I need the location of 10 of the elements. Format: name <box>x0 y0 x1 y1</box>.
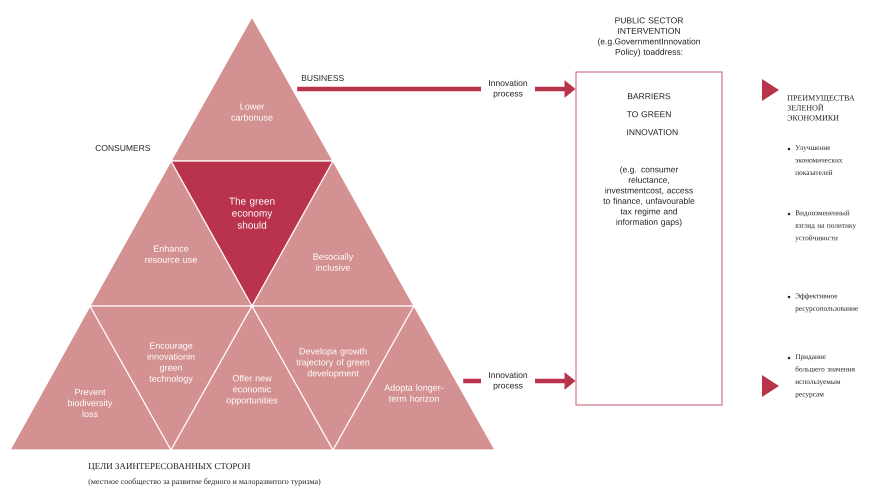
barrier-box: BARRIERS TO GREEN INNOVATION (e.g. consumer reluctance, investmentcost, access to finance, unfavourable tax regime and information gaps) <box>576 72 722 406</box>
box-heading: PUBLIC SECTOR INTERVENTION (e.g.GovernmentInnovation Policy) toaddress: <box>598 17 700 57</box>
edge-label: Innovation process <box>481 370 535 392</box>
caption-text: ЦЕЛИ ЗАИНТЕРЕСОВАННЫХ СТОРОН <box>88 463 250 471</box>
node-label: (e.g. consumer reluctance, investmentcost, access to finance, unfavourable tax regime and information gaps) <box>603 166 694 227</box>
edge-label: Innovation process <box>481 78 535 100</box>
list-heading: ПРЕИМУЩЕСТВА ЗЕЛЕНОЙ ЭКОНОМИКИ <box>787 95 855 121</box>
stakeholder-label: CONSUMERS <box>96 145 150 151</box>
caption-text: (местное сообщество за развитие бедного и малоразвитого туризма) <box>88 478 320 486</box>
node-label: BARRIERS TO GREEN INNOVATION <box>626 93 678 136</box>
